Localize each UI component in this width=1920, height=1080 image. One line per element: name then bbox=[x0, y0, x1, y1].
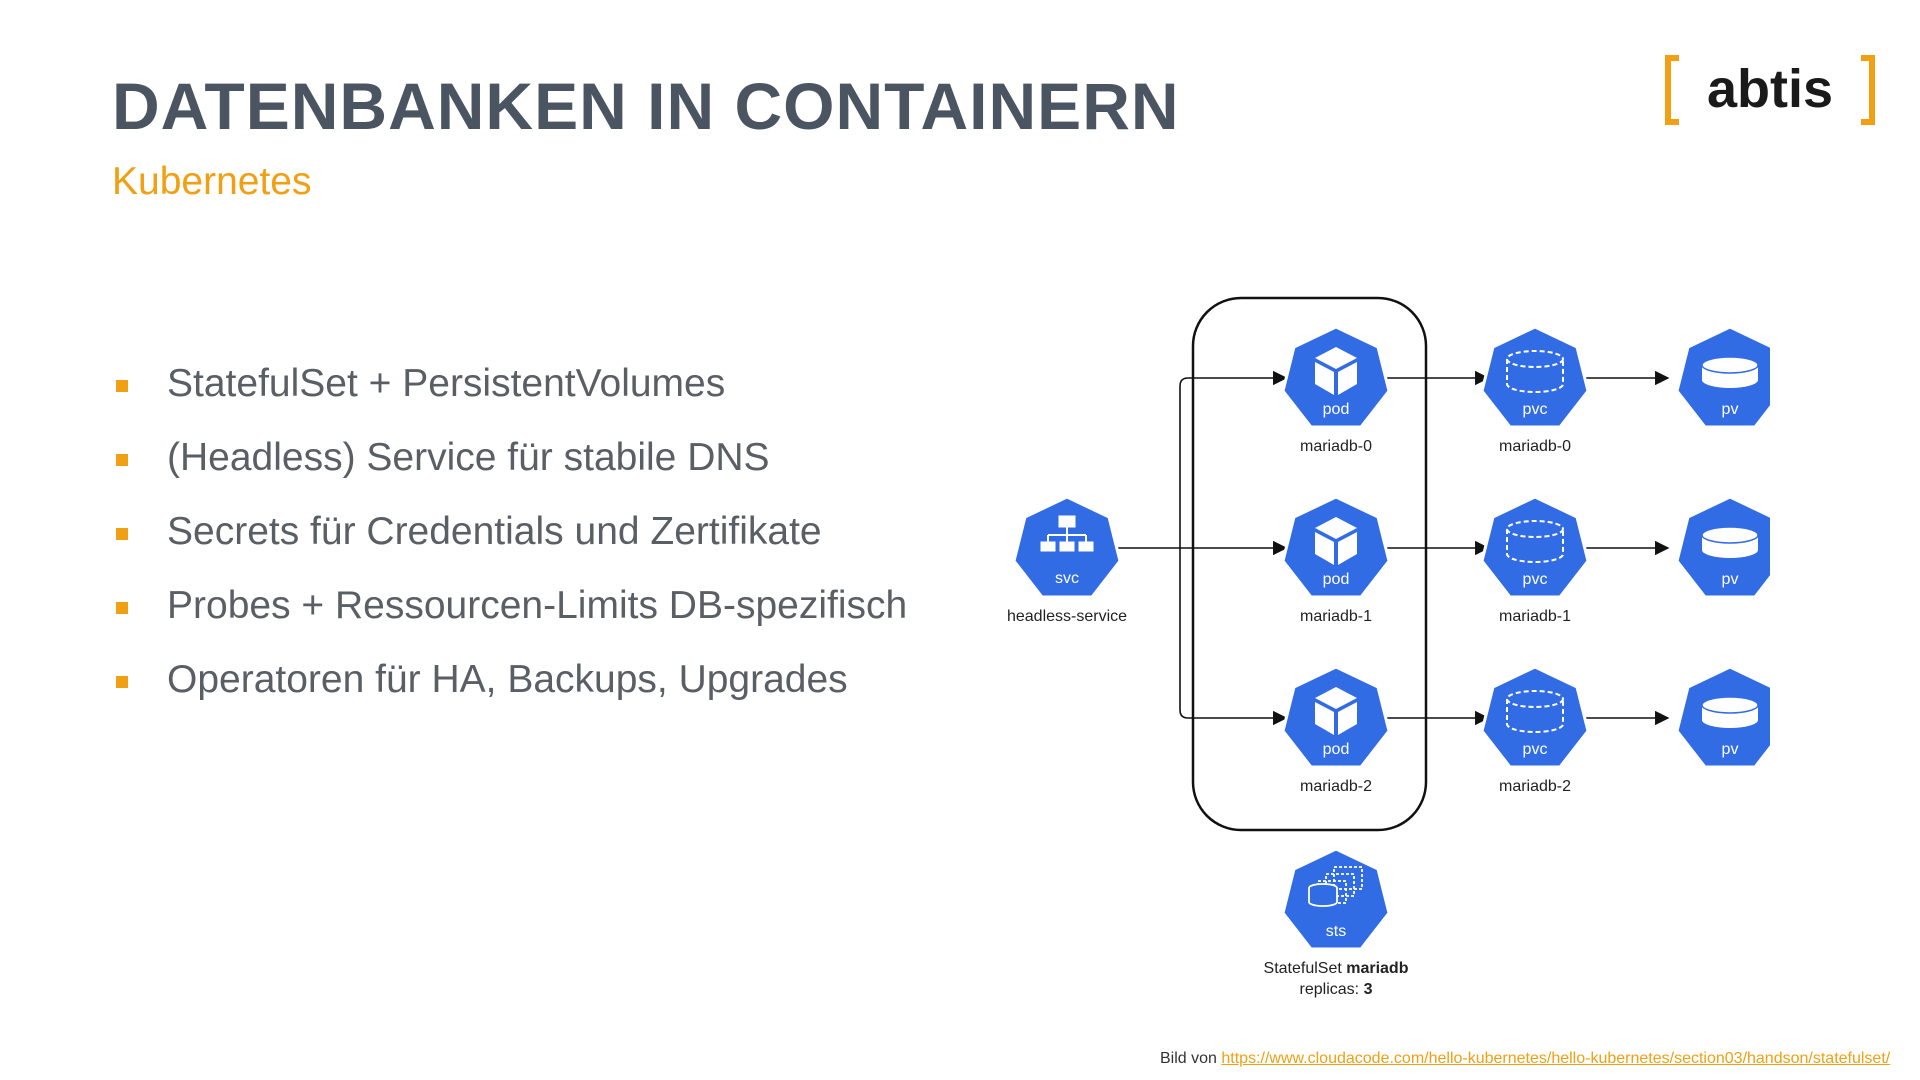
bullet-square-icon bbox=[116, 454, 128, 466]
bullet-item: Probes + Ressourcen-Limits DB-spezifisch bbox=[112, 584, 907, 658]
pod-label-0: mariadb-0 bbox=[1300, 438, 1372, 455]
bullet-square-icon bbox=[116, 676, 128, 688]
pv-node-icon-text: pv bbox=[1722, 741, 1739, 758]
sts-node: sts bbox=[1281, 847, 1391, 951]
sts-replicas: replicas: 3 bbox=[1300, 981, 1373, 998]
statefulset-stack-icon bbox=[1308, 866, 1363, 907]
sts-replicas-prefix: replicas: bbox=[1300, 981, 1364, 998]
cube-icon bbox=[1315, 347, 1357, 395]
pod-node-1: pod bbox=[1281, 495, 1391, 599]
bullet-item: StatefulSet + PersistentVolumes bbox=[112, 362, 907, 436]
bullet-item: (Headless) Service für stabile DNS bbox=[112, 436, 907, 510]
svc-to-pod-connectors bbox=[1118, 370, 1288, 726]
svc-node-icon-text: svc bbox=[1055, 570, 1079, 587]
pv-node-2: pv bbox=[1675, 665, 1770, 769]
bullet-square-icon bbox=[116, 602, 128, 614]
pvc-node-icon-text: pvc bbox=[1523, 741, 1548, 758]
bullet-text: Secrets für Credentials und Zertifikate bbox=[167, 510, 822, 553]
pvc-node-icon-text: pvc bbox=[1523, 571, 1548, 588]
statefulset-diagram: svc headless-service pod mariadb-0 pod m… bbox=[1007, 296, 1770, 998]
sts-label: StatefulSet mariadb bbox=[1264, 960, 1409, 977]
pv-node-1: pv bbox=[1675, 495, 1770, 599]
bullet-text: StatefulSet + PersistentVolumes bbox=[167, 362, 726, 405]
logo-text: abtis bbox=[1707, 59, 1833, 119]
cube-icon bbox=[1315, 517, 1357, 565]
pod-group-frame bbox=[1191, 296, 1428, 832]
pvc-node-1: pvc bbox=[1480, 495, 1590, 599]
pvc-label-1: mariadb-1 bbox=[1499, 608, 1571, 625]
pod-node-icon-text: pod bbox=[1323, 741, 1350, 758]
dashed-disk-icon bbox=[1506, 690, 1564, 733]
bullet-text: Probes + Ressourcen-Limits DB-spezifisch bbox=[167, 584, 908, 627]
svc-node: svc bbox=[1012, 495, 1122, 599]
image-credit-link[interactable]: https://www.cloudacode.com/hello-kuberne… bbox=[1221, 1050, 1891, 1067]
dashed-disk-icon bbox=[1506, 350, 1564, 393]
image-credit: Bild von https://www.cloudacode.com/hell… bbox=[1160, 1050, 1890, 1068]
disk-icon bbox=[1701, 526, 1759, 558]
slide-title: DATENBANKEN IN CONTAINERN bbox=[112, 69, 1180, 143]
pv-node-icon-text: pv bbox=[1722, 571, 1739, 588]
bullet-square-icon bbox=[116, 380, 128, 392]
pv-node-0: pv bbox=[1675, 325, 1770, 429]
pvc-node-icon-text: pvc bbox=[1523, 401, 1548, 418]
svc-node-label: headless-service bbox=[1007, 608, 1127, 625]
cube-icon bbox=[1315, 687, 1357, 735]
pod-label-2: mariadb-2 bbox=[1300, 778, 1372, 795]
pvc-node-2: pvc bbox=[1480, 665, 1590, 769]
image-credit-prefix: Bild von bbox=[1160, 1050, 1222, 1067]
disk-icon bbox=[1701, 696, 1759, 728]
bullet-item: Operatoren für HA, Backups, Upgrades bbox=[112, 658, 907, 732]
volume-connectors bbox=[1385, 370, 1670, 726]
dashed-disk-icon bbox=[1506, 520, 1564, 563]
pv-node-icon-text: pv bbox=[1722, 401, 1739, 418]
bullet-text: Operatoren für HA, Backups, Upgrades bbox=[167, 658, 848, 701]
pod-node-icon-text: pod bbox=[1323, 571, 1350, 588]
sts-replicas-value: 3 bbox=[1364, 981, 1373, 998]
pod-node-icon-text: pod bbox=[1323, 401, 1350, 418]
network-hierarchy-icon bbox=[1040, 515, 1094, 552]
pvc-label-2: mariadb-2 bbox=[1499, 778, 1571, 795]
pod-node-0: pod bbox=[1281, 325, 1391, 429]
pod-node-2: pod bbox=[1281, 665, 1391, 769]
sts-label-name: mariadb bbox=[1346, 960, 1408, 977]
pod-label-1: mariadb-1 bbox=[1300, 608, 1372, 625]
sts-label-prefix: StatefulSet bbox=[1264, 960, 1347, 977]
bullet-list: StatefulSet + PersistentVolumes (Headles… bbox=[112, 362, 907, 732]
bullet-text: (Headless) Service für stabile DNS bbox=[167, 436, 770, 479]
bullet-item: Secrets für Credentials und Zertifikate bbox=[112, 510, 907, 584]
pvc-node-0: pvc bbox=[1480, 325, 1590, 429]
disk-icon bbox=[1701, 356, 1759, 388]
sts-node-icon-text: sts bbox=[1326, 923, 1346, 940]
bullet-square-icon bbox=[116, 528, 128, 540]
slide-subtitle: Kubernetes bbox=[112, 160, 312, 203]
pvc-label-0: mariadb-0 bbox=[1499, 438, 1571, 455]
abtis-logo: abtis bbox=[1665, 55, 1875, 125]
